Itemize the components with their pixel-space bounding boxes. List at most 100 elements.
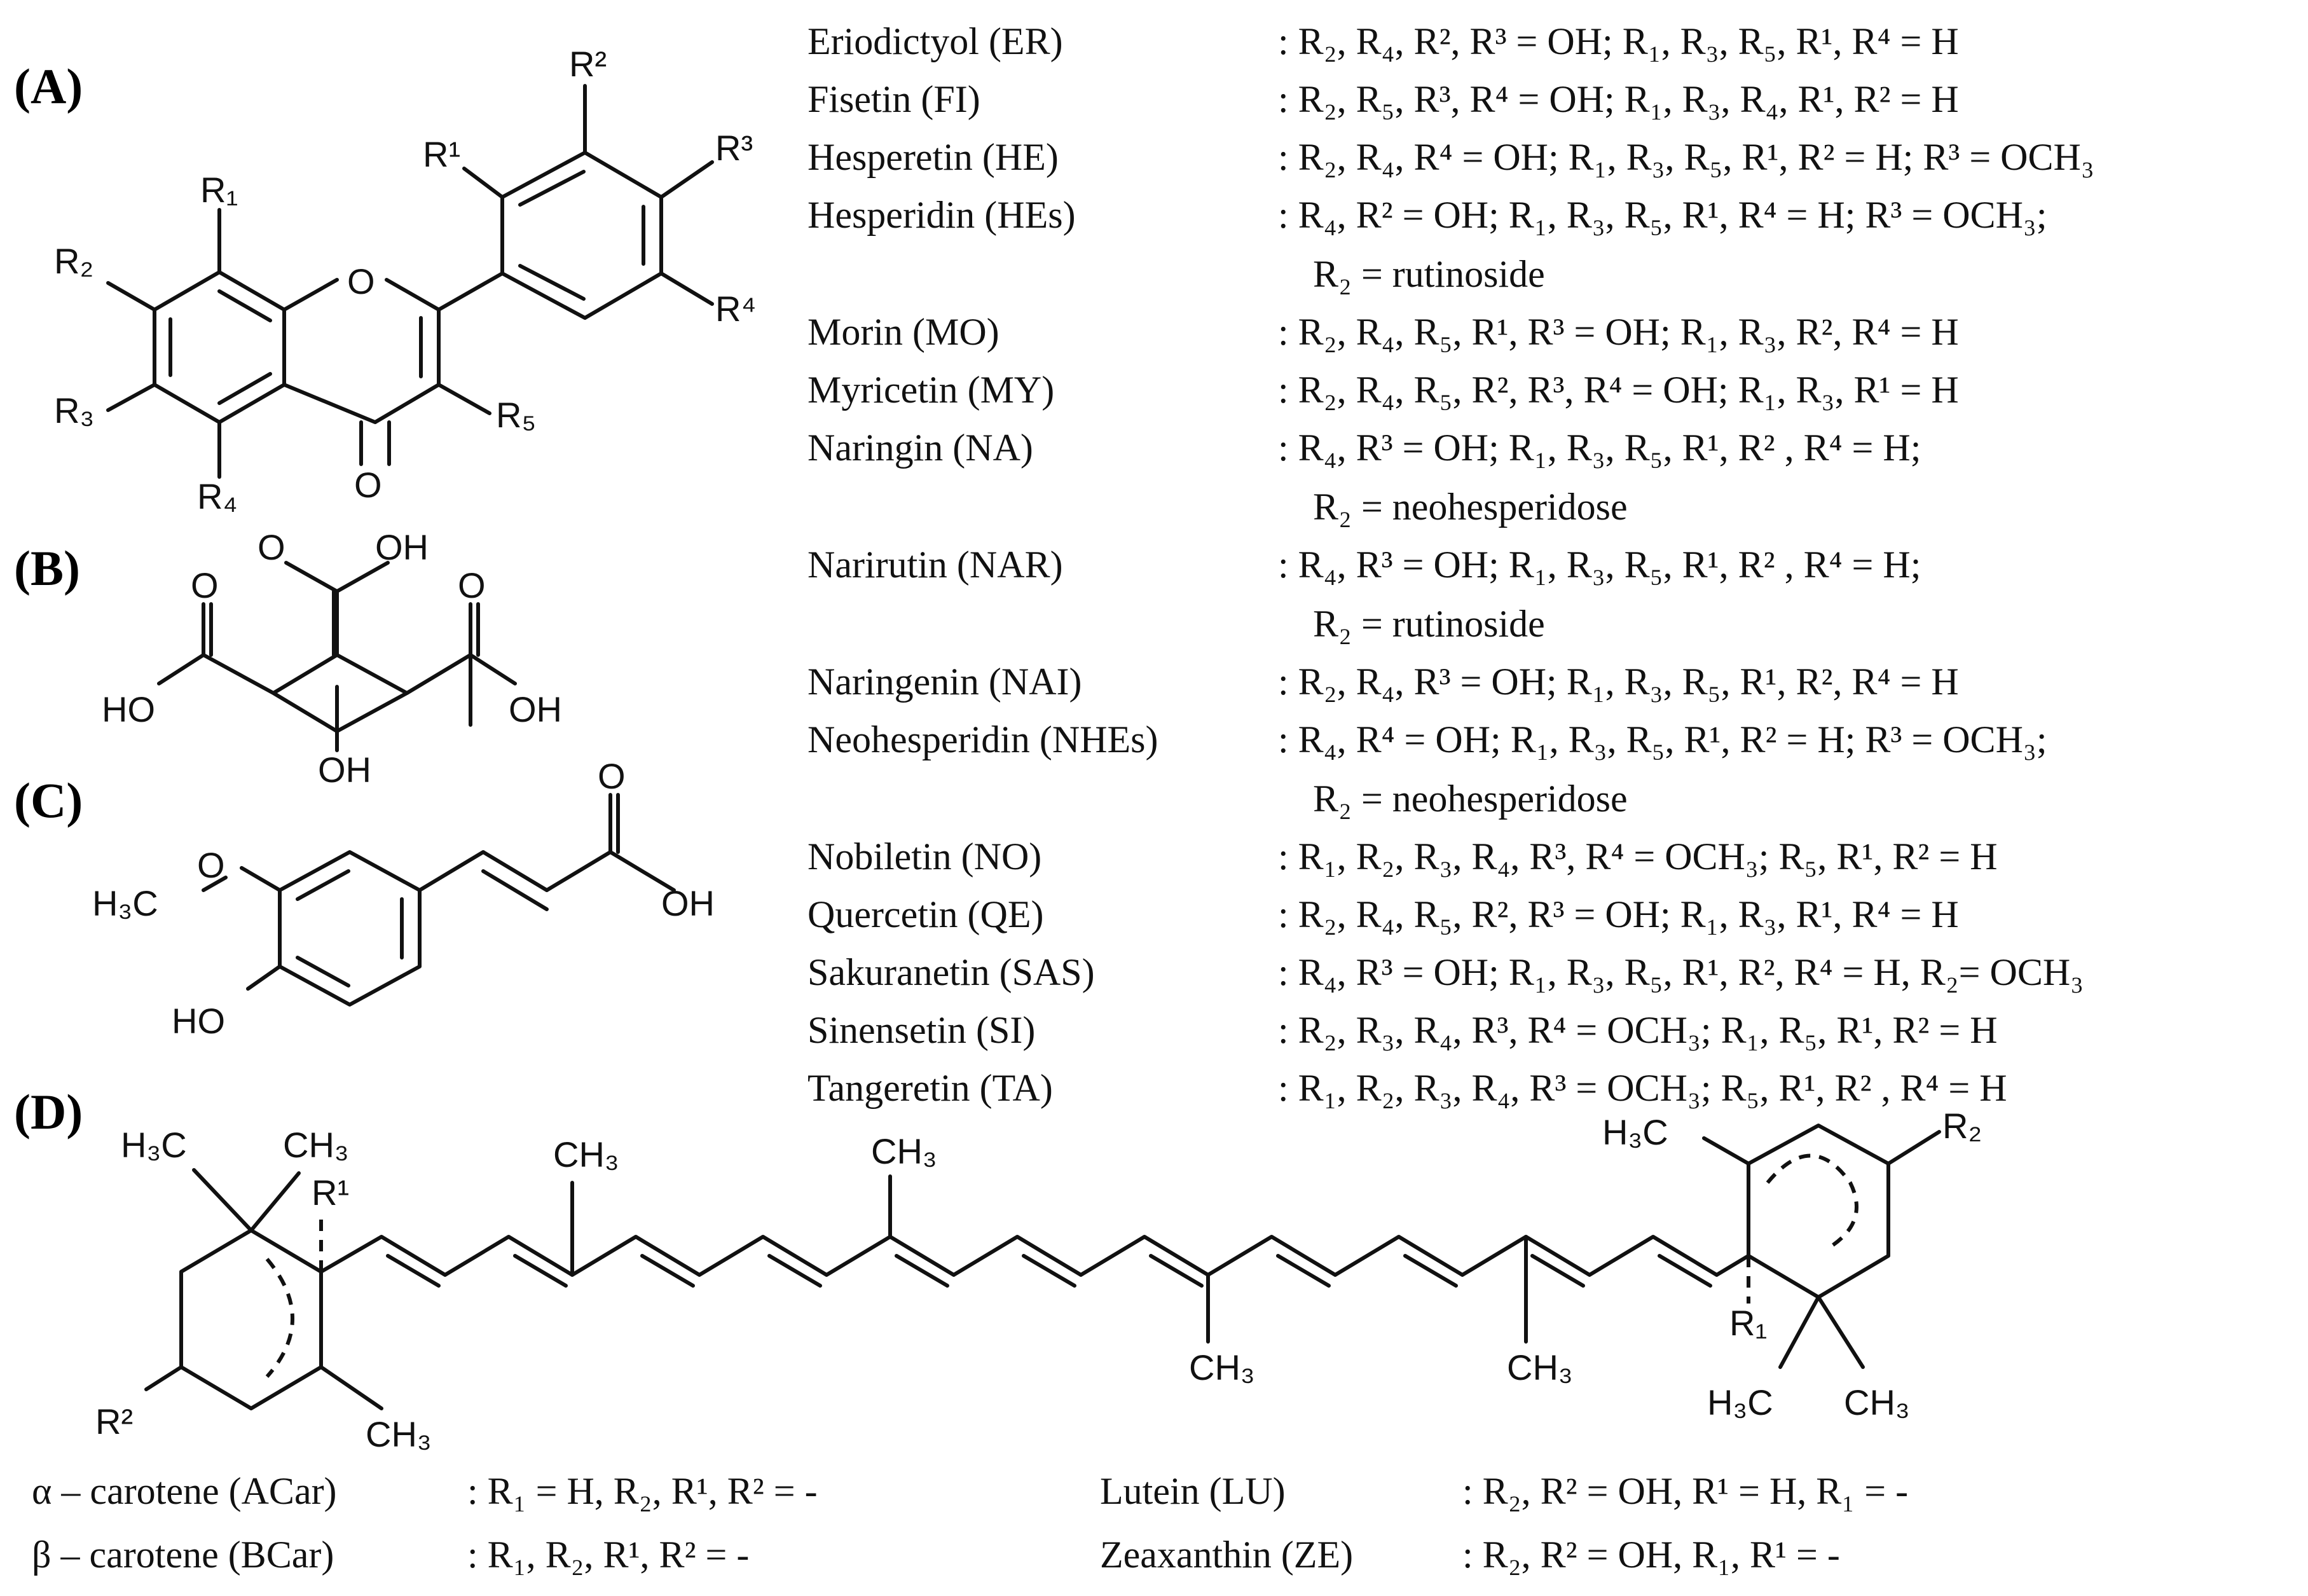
right-ring-methyl-label: H₃C (1602, 1112, 1668, 1152)
ferulic-oh-label: OH (661, 883, 715, 923)
flavonoid-substitution: : R₂, R₄, R₅, R², R³ = OH; R₁, R₃, R¹, R… (1278, 893, 1959, 935)
r3-label: R₃ (54, 390, 94, 430)
flavonoid-substitution: : R₂, R₄, R², R³ = OH; R₁, R₃, R₅, R¹, R… (1278, 20, 1959, 62)
flavonoid-substitution-table: Eriodictyol (ER) : R₂, R₄, R², R³ = OH; R… (807, 20, 2094, 1109)
left-gem-methyl-2-label: CH₃ (283, 1125, 349, 1165)
citric-center-oh-label: OH (318, 750, 371, 790)
flavonoid-name: Myricetin (MY) (807, 369, 1054, 411)
flavonoid-substitution-continued: R₂ = neohesperidose (1313, 486, 1628, 528)
right-ring-delocalized-bond (1766, 1153, 1858, 1248)
rs1-label: R¹ (423, 134, 460, 174)
left-ring-delocalized-bond (265, 1258, 294, 1378)
carotenoid-substitution: : R₁, R₂, R¹, R² = - (467, 1534, 749, 1576)
flavonoid-substitution: : R₄, R² = OH; R₁, R₃, R₅, R¹, R⁴ = H; R… (1278, 194, 2047, 236)
citric-backbone (202, 653, 472, 733)
carotenoid-name: Lutein (LU) (1100, 1470, 1286, 1512)
flavonoid-name: Tangeretin (TA) (807, 1067, 1053, 1109)
flavonoid-name: Hesperetin (HE) (807, 136, 1059, 178)
r5-label: R₅ (496, 395, 536, 435)
polyene-chain (319, 1235, 1750, 1277)
ferulic-methyl-label: H₃C (92, 883, 158, 923)
ferulic-acid-structure: O H₃C HO O OH (92, 756, 715, 1041)
citric-right-oh-label: OH (509, 689, 562, 729)
ring-oxygen-label: O (347, 261, 375, 301)
right-ring-bonds (1747, 1124, 1890, 1299)
citric-left-ho-label: HO (102, 689, 155, 729)
ferulic-carbonyl-o-label: O (598, 756, 626, 796)
flavonoid-substitution-continued: R₂ = rutinoside (1313, 253, 1545, 295)
right-ring-substituent-bonds (1702, 1130, 1941, 1369)
ring-b-link (437, 272, 504, 312)
right-gem-methyl-1-label: H₃C (1707, 1382, 1773, 1422)
flavonoid-name: Nobiletin (NO) (807, 836, 1041, 877)
rs3-label: R³ (715, 128, 753, 168)
left-ring-methyl-label: CH₃ (366, 1414, 432, 1454)
citric-left-o-label: O (191, 565, 219, 605)
left-rs1-label: R¹ (312, 1173, 349, 1213)
r5-bond (437, 383, 491, 415)
flavonoid-substitution: : R₄, R⁴ = OH; R₁, R₃, R₅, R¹, R² = H; R… (1278, 719, 2047, 760)
r1-label: R₁ (200, 170, 238, 210)
left-gem-methyl-1-label: H₃C (121, 1125, 187, 1165)
ring-b-double-bonds (518, 170, 645, 301)
citric-right-o-label: O (458, 565, 486, 605)
flavonoid-name: Naringenin (NAI) (807, 661, 1082, 703)
chain-methyl-4-label: CH₃ (1507, 1347, 1573, 1387)
rs4-bond (659, 272, 714, 306)
ferulic-hydroxy-bond (246, 965, 282, 991)
citric-top-o-label: O (258, 527, 285, 567)
carotenoid-name: β – carotene (BCar) (32, 1534, 334, 1576)
flavonoid-substitution: : R₂, R₄, R⁴ = OH; R₁, R₃, R₅, R¹, R² = … (1278, 136, 2094, 178)
right-r2-label: R₂ (1942, 1106, 1982, 1146)
flavonoid-name: Sakuranetin (SAS) (807, 951, 1095, 993)
flavonoid-substitution: : R₂, R₄, R³ = OH; R₁, R₃, R₅, R¹, R², R… (1278, 661, 1959, 703)
r3-bond (106, 383, 156, 412)
carotenoid-substitution: : R₁ = H, R₂, R¹, R² = - (467, 1470, 818, 1512)
flavonoid-substitution: : R₄, R³ = OH; R₁, R₃, R₅, R¹, R², R⁴ = … (1278, 951, 2084, 993)
right-r1-label: R₁ (1729, 1303, 1767, 1343)
ferulic-ring-double-bonds (296, 869, 404, 987)
ferulic-ho-label: HO (172, 1001, 225, 1041)
carbonyl-bond (359, 420, 391, 466)
carbonyl-oxygen-label: O (354, 465, 382, 505)
citric-central-bonds (284, 561, 390, 657)
flavonoid-name: Eriodictyol (ER) (807, 20, 1063, 62)
flavonoid-substitution: : R₂, R₃, R₄, R³, R⁴ = OCH₃; R₁, R₅, R¹,… (1278, 1009, 1998, 1051)
carotenoid-substitution-table: α – carotene (ACar): R₁ = H, R₂, R¹, R² … (32, 1470, 1908, 1576)
flavonoid-substitution: : R₄, R³ = OH; R₁, R₃, R₅, R¹, R² , R⁴ =… (1278, 544, 1921, 586)
ring-b-bonds (500, 151, 663, 320)
ferulic-side-chain (418, 793, 676, 911)
panel-label-a: (A) (14, 58, 83, 114)
rs2-label: R² (569, 44, 607, 84)
ferulic-ring (278, 850, 422, 1007)
chain-methyl-2-label: CH₃ (871, 1131, 937, 1171)
chain-methyl-1-label: CH₃ (553, 1134, 619, 1174)
flavonoid-name: Neohesperidin (NHEs) (807, 719, 1158, 760)
flavonoid-name: Naringin (NA) (807, 427, 1033, 469)
panel-label-c: (C) (14, 773, 83, 828)
flavonoid-substitution: : R₂, R₄, R₅, R¹, R³ = OH; R₁, R₃, R², R… (1278, 311, 1959, 353)
flavonoid-substitution: : R₁, R₂, R₃, R₄, R³ = OCH₃; R₅, R¹, R² … (1278, 1067, 2007, 1109)
left-rs2-label: R² (95, 1401, 133, 1441)
citric-acid-structure: O OH O O HO OH OH (102, 527, 562, 790)
carotenoid-substitution: : R₂, R² = OH, R¹ = H, R₁ = - (1462, 1470, 1908, 1512)
rs1-bond (462, 167, 504, 199)
polyene-methyl-bonds (570, 1174, 1528, 1344)
flavonoid-substitution-continued: R₂ = neohesperidose (1313, 778, 1628, 820)
citric-top-oh-label: OH (375, 527, 429, 567)
r2-bond (106, 281, 156, 312)
left-ring-substituent-bonds (192, 1168, 383, 1410)
left-ring-bonds (179, 1228, 323, 1410)
r2-label: R₂ (54, 241, 93, 281)
chain-methyl-3-label: CH₃ (1189, 1347, 1255, 1387)
citric-right-acid (469, 602, 517, 685)
ferulic-methoxy-bond (202, 866, 282, 892)
flavonoid-name: Morin (MO) (807, 311, 999, 353)
right-gem-methyl-2-label: CH₃ (1844, 1382, 1910, 1422)
left-r2-bond (144, 1365, 183, 1391)
ferulic-ether-o-label: O (197, 845, 225, 885)
flavonoid-substitution: : R₄, R³ = OH; R₁, R₃, R₅, R¹, R² , R⁴ =… (1278, 427, 1921, 469)
carotenoid-structure: H₃C CH₃ R¹ R² CH₃ CH₃ CH₃ CH₃ CH₃ H₃C R₂… (95, 1106, 1982, 1454)
ring-a-bonds (153, 270, 286, 424)
flavonoid-substitution: : R₁, R₂, R₃, R₄, R³, R⁴ = OCH₃; R₅, R¹,… (1278, 836, 1998, 877)
